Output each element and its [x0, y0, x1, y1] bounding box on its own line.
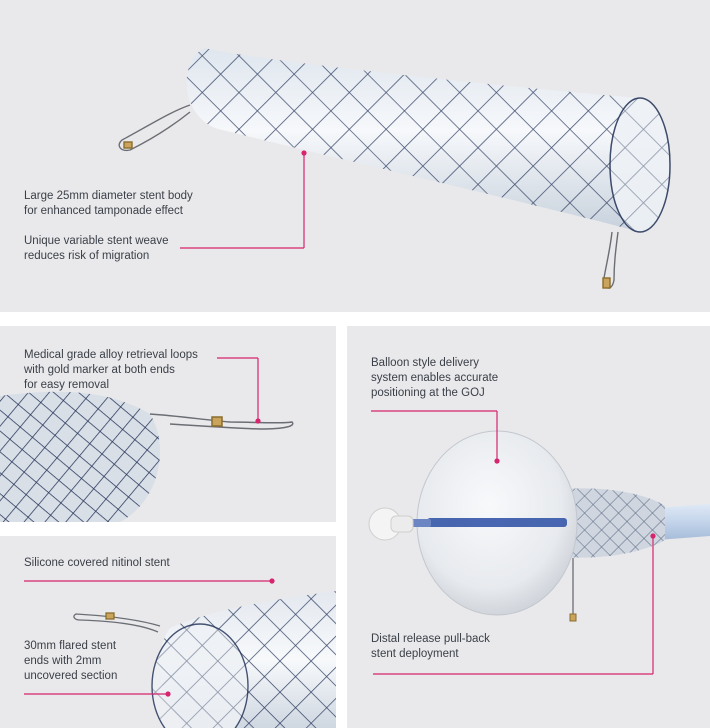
- delivery-balloon: [407, 430, 578, 616]
- balloon-delivery-panel: Balloon style delivery system enables ac…: [347, 326, 710, 728]
- stent-weave-callout-line2: reduces risk of migration: [24, 250, 150, 262]
- retrieval-loop-right: [602, 231, 619, 289]
- stent-diameter-callout-line1: Large 25mm diameter stent body: [24, 190, 193, 202]
- balloon-delivery-callout-line1: Balloon style delivery: [371, 357, 480, 369]
- flared-ends-callout-line1: 30mm flared stent: [24, 640, 117, 652]
- stent-weave-callout: Unique variable stent weave reduces risk…: [24, 234, 168, 264]
- balloon-delivery-illustration: [368, 430, 710, 622]
- silicone-covered-callout-line1: Silicone covered nitinol stent: [24, 557, 170, 569]
- silicone-covered-callout: Silicone covered nitinol stent: [24, 556, 170, 571]
- balloon-tip: [368, 507, 414, 541]
- flared-ends-callout: 30mm flared stent ends with 2mm uncovere…: [24, 639, 117, 684]
- flared-ends-callout-line3: uncovered section: [24, 670, 118, 682]
- distal-release-callout-line1: Distal release pull-back: [371, 633, 490, 645]
- silicone-retrieval-wire: [73, 612, 161, 633]
- retrieval-loops-callout-line1: Medical grade alloy retrieval loops: [24, 349, 198, 361]
- stent-diameter-callout: Large 25mm diameter stent body for enhan…: [24, 189, 193, 219]
- stent-body-illustration: [118, 48, 671, 289]
- silicone-stent-illustration: [73, 591, 336, 728]
- balloon-delivery-callout: Balloon style delivery system enables ac…: [371, 356, 498, 401]
- stent-end-mesh: [0, 391, 160, 522]
- stent-diameter-callout-line2: for enhanced tamponade effect: [24, 205, 183, 217]
- silicone-stent-panel: Silicone covered nitinol stent 30mm flar…: [0, 536, 336, 728]
- catheter: [657, 504, 710, 540]
- distal-release-callout-line2: stent deployment: [371, 648, 459, 660]
- stent-body-panel: Large 25mm diameter stent body for enhan…: [0, 0, 710, 312]
- compressed-stent: [565, 488, 665, 622]
- retrieval-loops-callout-line2: with gold marker at both ends: [24, 364, 175, 376]
- balloon-delivery-callout-line3: positioning at the GOJ: [371, 387, 485, 399]
- retrieval-loops-illustration: [0, 391, 294, 522]
- retrieval-wire: [149, 413, 294, 430]
- retrieval-loops-callout-line3: for easy removal: [24, 379, 110, 391]
- retrieval-loops-panel: Medical grade alloy retrieval loops with…: [0, 326, 336, 522]
- balloon-delivery-callout-line2: system enables accurate: [371, 372, 499, 384]
- stent-weave-callout-line1: Unique variable stent weave: [24, 235, 169, 247]
- flared-ends-callout-line2: ends with 2mm: [24, 655, 102, 667]
- distal-release-callout: Distal release pull-back stent deploymen…: [371, 632, 490, 662]
- stent-tube: [186, 48, 671, 233]
- retrieval-loops-callout: Medical grade alloy retrieval loops with…: [24, 348, 198, 393]
- retrieval-loop-left: [118, 104, 191, 152]
- silicone-stent-tube: [151, 591, 336, 728]
